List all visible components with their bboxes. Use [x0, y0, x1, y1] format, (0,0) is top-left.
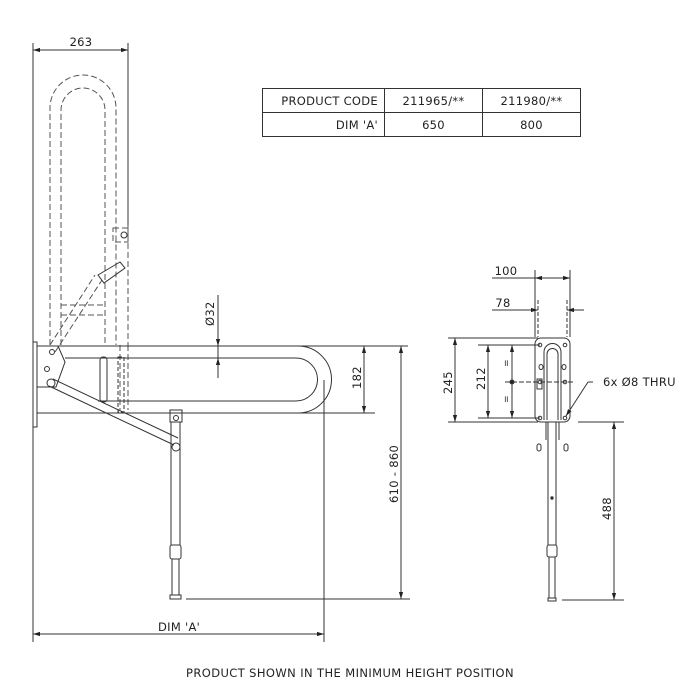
dim-212-label: 212	[474, 367, 488, 390]
side-view	[32, 43, 410, 642]
product-code-cell: 211980/**	[482, 88, 581, 113]
footer-note: PRODUCT SHOWN IN THE MINIMUM HEIGHT POSI…	[186, 666, 514, 680]
table-row: PRODUCT CODE 211965/** 211980/**	[262, 88, 581, 113]
dim-a-cell: 650	[384, 112, 483, 137]
hole-callout-label: 6x Ø8 THRU	[603, 375, 676, 389]
table-row: DIM 'A' 650 800	[262, 112, 581, 137]
dim-a-header: DIM 'A'	[262, 112, 385, 137]
dim-245-label: 245	[441, 371, 455, 394]
dim-a-label: DIM 'A'	[158, 620, 200, 634]
equal-mark-lower: =	[502, 395, 512, 403]
product-dimension-table: PRODUCT CODE 211965/** 211980/** DIM 'A'…	[262, 88, 581, 137]
dim-488-label: 488	[600, 497, 614, 520]
dim-182-label: 182	[350, 366, 364, 389]
dim-tube-diameter-label: Ø32	[203, 301, 217, 326]
product-code-cell: 211965/**	[384, 88, 483, 113]
dim-78-label: 78	[495, 296, 510, 310]
dim-100-label: 100	[495, 264, 518, 278]
dim-263-label: 263	[70, 35, 93, 49]
dim-height-range-label: 610 - 860	[387, 445, 401, 503]
equal-mark-upper: =	[502, 359, 512, 367]
product-code-header: PRODUCT CODE	[262, 88, 385, 113]
dim-a-cell: 800	[482, 112, 581, 137]
front-view	[448, 270, 624, 602]
